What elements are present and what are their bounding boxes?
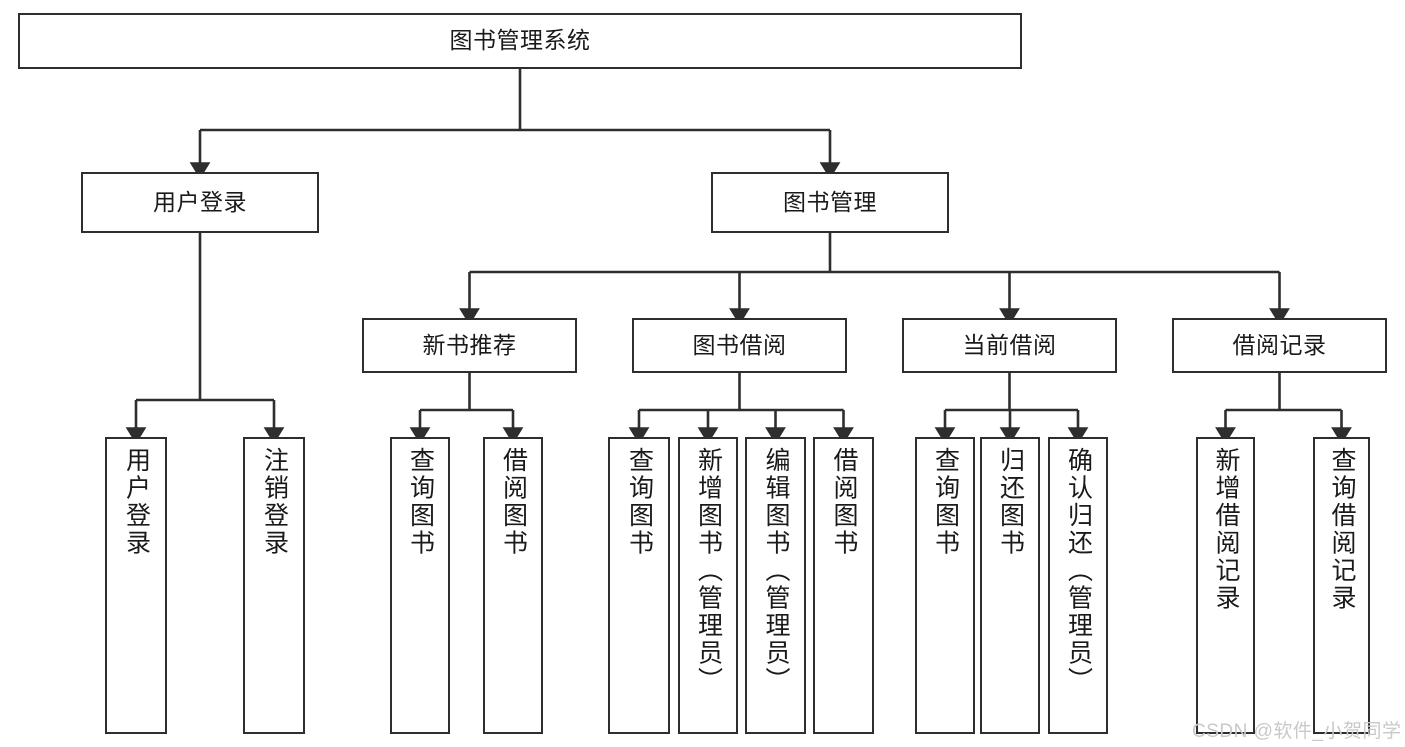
node-root-图书管理系统[interactable]: 图书管理系统 xyxy=(18,13,1022,69)
node-l2-0[interactable]: 新书推荐 xyxy=(362,318,577,373)
node-label: 查询图书 xyxy=(931,447,960,557)
node-label: 图书管理 xyxy=(783,188,877,215)
node-label: 图书管理系统 xyxy=(449,27,591,54)
node-leaf-3[interactable]: 借阅图书 xyxy=(483,437,543,734)
node-label: 归还图书 xyxy=(996,447,1025,557)
node-leaf-0[interactable]: 用户登录 xyxy=(105,437,167,734)
node-leaf-6[interactable]: 编辑图书（管理员） xyxy=(745,437,806,734)
node-leaf-2[interactable]: 查询图书 xyxy=(390,437,450,734)
node-leaf-5[interactable]: 新增图书（管理员） xyxy=(678,437,738,734)
node-leaf-9[interactable]: 归还图书 xyxy=(980,437,1040,734)
node-l2-2[interactable]: 当前借阅 xyxy=(902,318,1117,373)
node-label: 查询图书 xyxy=(625,447,654,557)
node-l1-0[interactable]: 用户登录 xyxy=(81,172,319,233)
node-leaf-4[interactable]: 查询图书 xyxy=(608,437,670,734)
node-leaf-11[interactable]: 新增借阅记录 xyxy=(1196,437,1255,734)
node-label: 新书推荐 xyxy=(422,331,517,358)
node-l2-3[interactable]: 借阅记录 xyxy=(1172,318,1387,373)
node-label: 确认归还（管理员） xyxy=(1064,447,1093,695)
node-l1-1[interactable]: 图书管理 xyxy=(711,172,949,233)
node-label: 借阅图书 xyxy=(830,447,858,557)
node-label: 图书借阅 xyxy=(692,331,787,358)
node-label: 当前借阅 xyxy=(962,331,1057,358)
node-leaf-12[interactable]: 查询借阅记录 xyxy=(1313,437,1370,734)
node-label: 查询借阅记录 xyxy=(1328,447,1356,612)
node-label: 借阅图书 xyxy=(499,447,528,557)
node-leaf-8[interactable]: 查询图书 xyxy=(915,437,975,734)
node-label: 查询图书 xyxy=(406,447,435,557)
node-label: 新增图书（管理员） xyxy=(694,447,723,695)
node-leaf-7[interactable]: 借阅图书 xyxy=(813,437,874,734)
node-label: 借阅记录 xyxy=(1232,331,1327,358)
node-label: 注销登录 xyxy=(260,447,289,557)
node-l2-1[interactable]: 图书借阅 xyxy=(632,318,847,373)
node-label: 用户登录 xyxy=(122,447,151,557)
node-leaf-1[interactable]: 注销登录 xyxy=(243,437,305,734)
node-leaf-10[interactable]: 确认归还（管理员） xyxy=(1048,437,1108,734)
csdn-watermark: CSDN @软件_小贺同学 xyxy=(1192,721,1402,742)
node-label: 编辑图书（管理员） xyxy=(762,447,790,695)
node-label: 用户登录 xyxy=(153,188,247,215)
node-label: 新增借阅记录 xyxy=(1212,447,1240,612)
